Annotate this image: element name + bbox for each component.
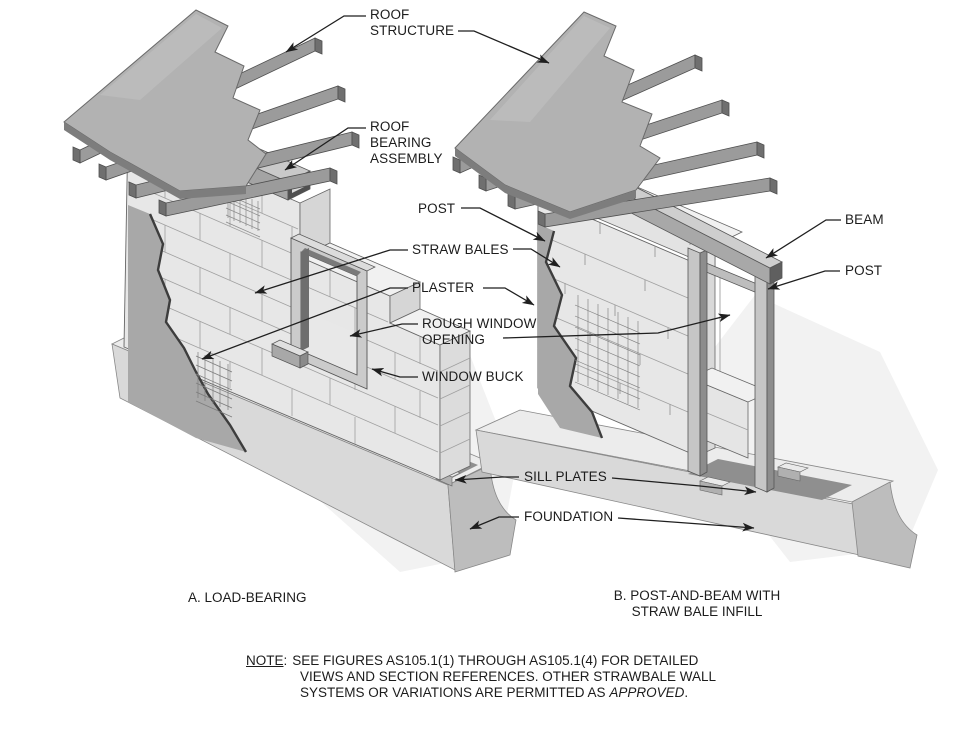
leader-foundation-right — [617, 517, 755, 532]
label-beam: BEAM — [845, 212, 884, 227]
foundation-end-profile — [851, 481, 918, 569]
roof-sheet-highlight — [100, 14, 222, 100]
post-left-shape — [687, 247, 708, 477]
label-line: ROOF — [370, 7, 410, 22]
buck-opening-back — [301, 310, 357, 375]
leader-beam — [765, 219, 841, 259]
plaster-face — [538, 224, 602, 438]
roof-sheet-edge — [455, 148, 636, 219]
roof-sheet — [63, 9, 267, 192]
leader-post-a — [461, 207, 546, 242]
leader-lines — [201, 15, 841, 532]
leader-sill-right — [611, 477, 757, 496]
leader-roof-structure-left — [285, 15, 366, 53]
mesh-grid-a — [195, 352, 233, 418]
plaster-torn-edge — [148, 213, 248, 453]
label-roof-bearing-assembly: ROOF BEARING ASSEMBLY — [370, 119, 443, 167]
label-straw-bales: STRAW BALES — [412, 242, 509, 257]
leader-rough-window-right — [502, 313, 731, 339]
label-roof-structure: ROOF STRUCTURE — [370, 7, 454, 39]
plaster-torn-edge — [544, 230, 604, 439]
figure-note: NOTE: SEE FIGURES AS105.1(1) THROUGH AS10… — [246, 653, 718, 700]
roof-structure-a — [63, 9, 267, 199]
load-bearing-diagram — [63, 9, 517, 573]
leader-window-buck — [371, 367, 418, 378]
post-side — [699, 249, 708, 477]
mesh-grid-b — [574, 295, 641, 411]
buck-inner-left — [301, 248, 309, 351]
beam-end — [769, 261, 783, 285]
plaster-a — [128, 205, 248, 453]
roof-structure-b — [454, 11, 661, 219]
label-post-a: POST — [418, 201, 456, 216]
foundation-b — [474, 409, 918, 569]
post-and-beam-diagram — [452, 11, 938, 569]
leader-sill-left — [454, 474, 519, 484]
roof-sheet-edge — [64, 122, 246, 199]
roof-sheet-highlight — [490, 16, 610, 122]
label-line: BEARING — [370, 135, 432, 150]
buck-inner-top — [301, 248, 361, 276]
label-line: ASSEMBLY — [370, 151, 443, 166]
caption-line: STRAW BALE INFILL — [631, 604, 763, 619]
leader-straw-bales-left — [254, 249, 408, 294]
note-colon: : — [283, 653, 288, 668]
plaster-b — [538, 224, 641, 439]
caption-line: B. POST-AND-BEAM WITH — [613, 588, 781, 603]
label-line: ROOF — [370, 119, 410, 134]
leader-straw-bales-right — [513, 248, 561, 268]
post-front — [687, 247, 701, 477]
note-label: NOTE — [246, 653, 284, 668]
label-post-b: POST — [845, 263, 883, 278]
leader-roof-bearing — [284, 127, 366, 171]
buck-sill-block — [271, 339, 309, 369]
note-body: SEE FIGURES AS105.1(1) THROUGH AS105.1(4… — [292, 653, 716, 700]
label-plaster: PLASTER — [412, 280, 475, 295]
leader-post-b — [767, 270, 840, 290]
caption-load-bearing: A. LOAD-BEARING — [188, 590, 307, 605]
post-side — [766, 267, 775, 493]
label-line: STRUCTURE — [370, 23, 455, 38]
post-right-shape — [754, 265, 775, 493]
sill-plates-b — [699, 462, 809, 496]
leader-plaster-right — [483, 287, 535, 306]
label-window-buck: WINDOW BUCK — [422, 369, 524, 384]
label-rough-window-opening: ROUGH WINDOW OPENING — [422, 316, 536, 348]
leader-rough-window-left — [349, 323, 418, 338]
leader-plaster-left — [201, 287, 408, 360]
label-line: ROUGH WINDOW — [422, 316, 537, 331]
note-body-italic: APPROVED — [609, 684, 685, 700]
label-foundation: FOUNDATION — [524, 509, 614, 524]
leader-roof-structure-right — [458, 30, 550, 64]
post-front — [754, 265, 768, 493]
caption-post-and-beam: B. POST-AND-BEAM WITH STRAW BALE INFILL — [586, 588, 808, 620]
label-line: OPENING — [422, 332, 485, 347]
window-buck-shape — [271, 233, 376, 390]
label-sill-plates: SILL PLATES — [524, 469, 607, 484]
leader-foundation-left — [469, 516, 519, 530]
note-body-end: . — [684, 684, 689, 700]
